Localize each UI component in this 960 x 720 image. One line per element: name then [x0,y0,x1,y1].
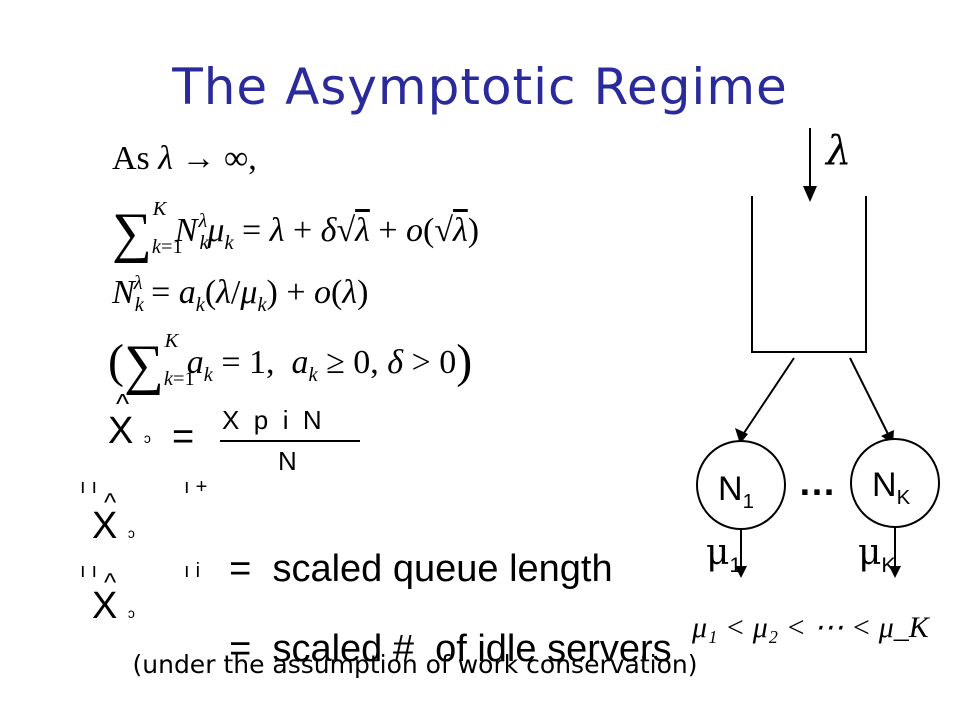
garbled-marks-1: ıı ı+ [80,476,214,498]
pool1-label: N1 [718,470,754,513]
x-hat-equals: = [172,416,195,458]
service-rate-k: μK [858,532,896,578]
equation-limit: As λ → ∞, [112,140,257,178]
queue-buffer [751,196,867,353]
equation-pool-size: Nkλ = ak(λ/μk) + o(λ) [112,272,369,316]
idle-servers-text: scaled # of idle servers [272,628,672,670]
x-queue-symbol: ^ X ↄ [92,487,135,547]
arrival-arrowhead [803,186,817,202]
x-hat-numerator: X p i N [222,405,322,435]
pool-ellipsis: … [798,462,836,504]
queue-length-text: scaled queue length [272,548,613,590]
arrival-rate-label: λ [826,128,852,174]
route-line-1 [741,357,795,437]
route-line-k [849,357,889,435]
route-arrowhead-1 [735,428,748,444]
x-idle-symbol: ^ X ↄ [92,567,135,627]
x-hat-symbol: X [108,410,134,452]
lambda-symbol: λ [158,140,174,177]
equation-constraints: (∑k=1K ak = 1, ak ≥ 0, δ > 0) [108,330,473,396]
x-hat-definition: ^ X ↄ [108,388,151,452]
service-rate-1: μ1 [706,532,742,578]
infinity-symbol: ∞, [224,140,257,177]
x-hat-denominator: N [278,446,297,476]
rate-ordering: μ₁ < μ₂ < ⋯ < μ_K [692,611,929,644]
slide-title: The Asymptotic Regime [172,58,788,116]
idle-servers-line: = scaled # of idle servers [229,628,672,670]
as-text: As [112,140,150,177]
equation-sum-capacity: ∑k=1K Nkλμk = λ + δ√λ + o(√λ) [112,198,480,264]
queue-length-line: = scaled queue length [229,548,613,590]
assumption-note: (under the assumption of work conservati… [132,650,698,679]
poolk-label: NK [872,466,911,509]
garbled-marks-2: ıı ıi [80,560,207,582]
arrow-symbol: → [181,140,216,177]
fraction-line [220,440,360,442]
